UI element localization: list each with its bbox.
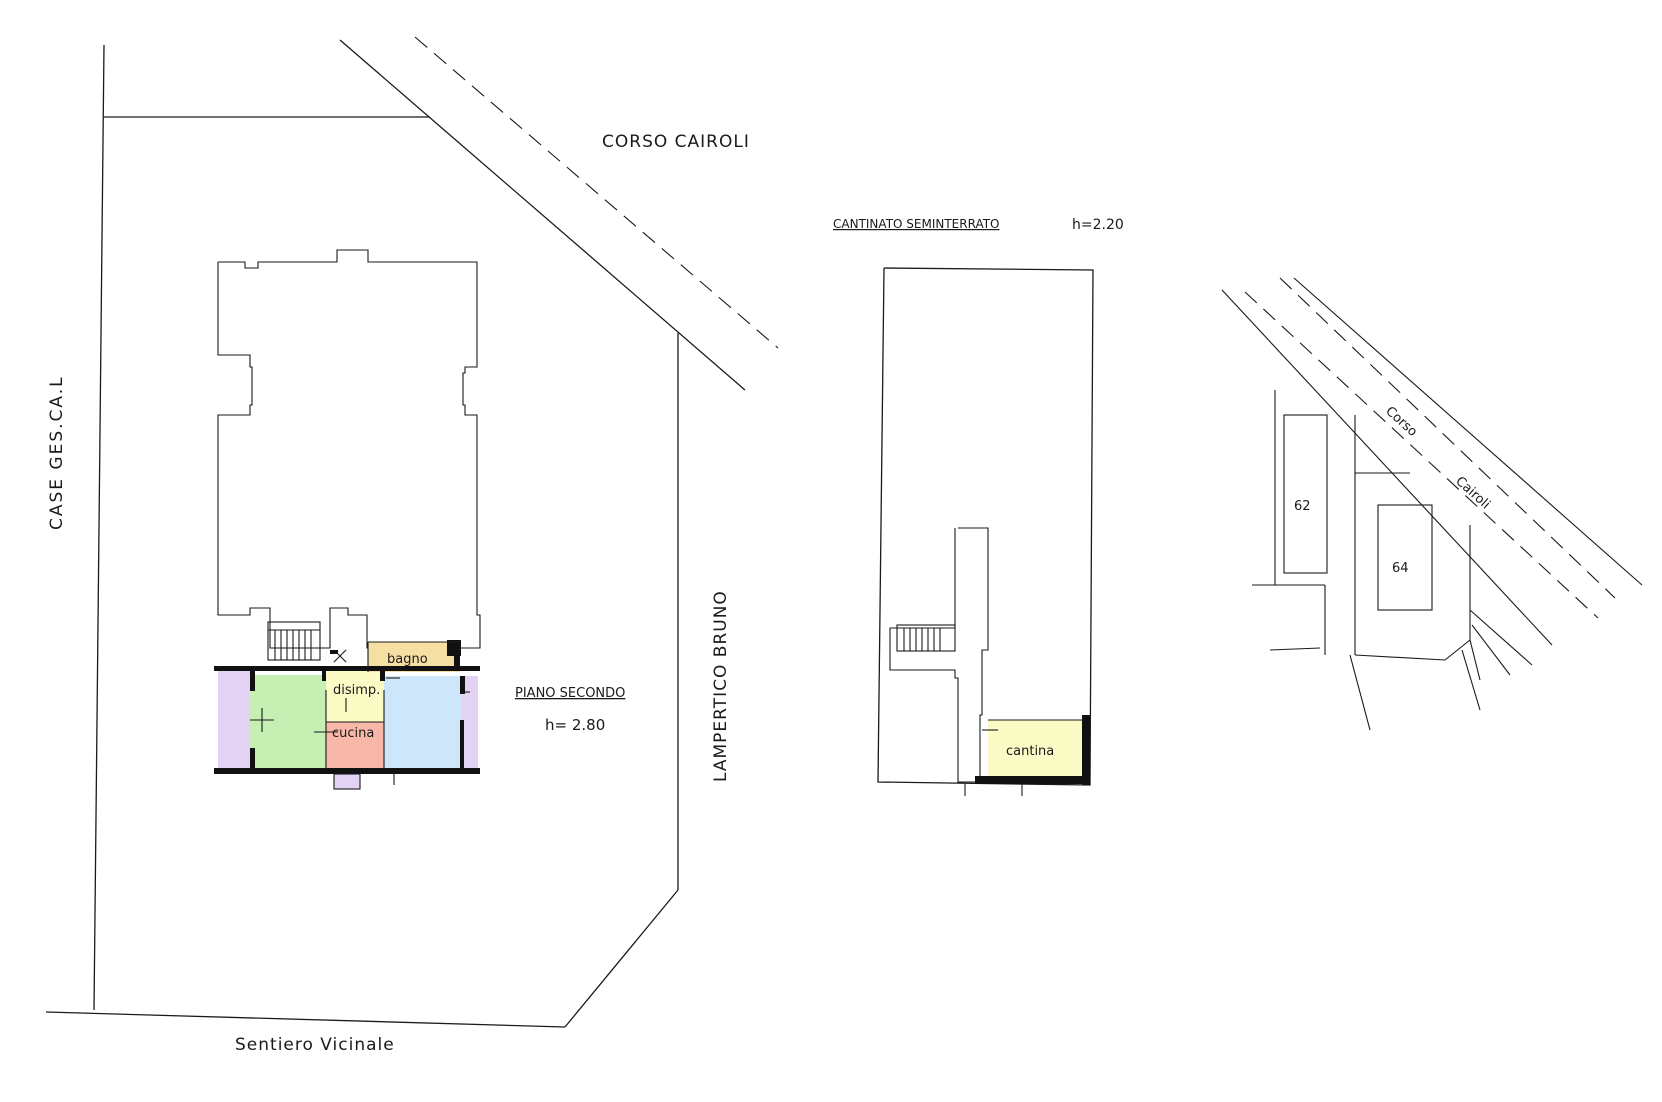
room-cantina <box>988 720 1084 776</box>
building-number-62: 62 <box>1294 499 1311 514</box>
room-blue <box>384 676 464 770</box>
balcony-right <box>462 676 478 772</box>
plan-height-piano-secondo: h= 2.80 <box>545 716 605 734</box>
map-label-cairoli: Cairoli <box>1452 474 1492 513</box>
street-label-case-gescal: CASE GES.CA.L <box>47 375 67 530</box>
street-label-sentiero-vicinale: Sentiero Vicinale <box>235 1035 395 1055</box>
room-label-disimp: disimp. <box>333 683 380 698</box>
plan-title-cantinato: CANTINATO SEMINTERRATO <box>833 217 1000 231</box>
street-label-lampertico-bruno: LAMPERTICO BRUNO <box>711 590 731 782</box>
room-disimp <box>326 670 384 722</box>
street-label-corso-cairoli: CORSO CAIROLI <box>602 132 750 152</box>
room-cucina <box>326 722 384 772</box>
plan-height-cantinato: h=2.20 <box>1072 217 1124 233</box>
map-label-corso: Corso <box>1382 404 1420 440</box>
building-62-outline <box>1283 414 1328 574</box>
balcony-left <box>218 670 250 772</box>
room-label-bagno: bagno <box>387 652 428 667</box>
room-label-cantina: cantina <box>1006 744 1054 759</box>
building-64-outline <box>1377 504 1433 611</box>
site-boundary <box>45 36 779 1028</box>
building-outline <box>217 249 481 661</box>
staircase-basement <box>896 624 956 652</box>
basement-plan <box>877 267 1094 796</box>
room-label-cucina: cucina <box>332 726 374 741</box>
staircase-second-floor <box>267 621 321 661</box>
small-balcony <box>334 772 360 789</box>
location-map <box>1221 277 1643 731</box>
apartment-second-floor <box>214 640 480 790</box>
building-number-64: 64 <box>1392 561 1409 576</box>
room-green <box>250 675 326 770</box>
plan-title-piano-secondo: PIANO SECONDO <box>515 686 625 701</box>
